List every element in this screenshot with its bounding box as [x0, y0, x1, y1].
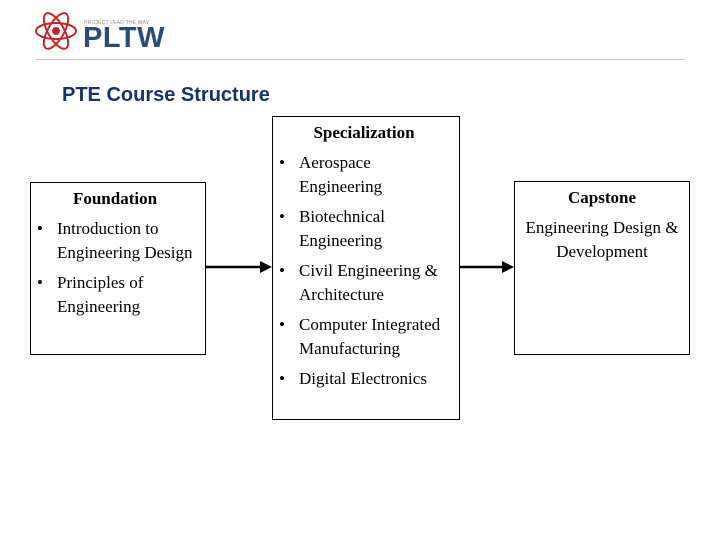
arrow-specialization-to-capstone: [460, 261, 514, 273]
logo-wordmark: PLTW: [83, 22, 165, 54]
list-item: Biotechnical Engineering: [273, 205, 455, 253]
foundation-box: Foundation Introduction to Engineering D…: [30, 182, 206, 355]
list-item: Digital Electronics: [273, 367, 455, 391]
list-item: Aerospace Engineering: [273, 151, 455, 199]
capstone-box: Capstone Engineering Design & Developmen…: [514, 181, 690, 355]
header-divider: [36, 59, 685, 60]
capstone-title: Capstone: [567, 188, 636, 207]
foundation-list: Introduction to Engineering Design Princ…: [31, 217, 199, 319]
list-item: Computer Integrated Manufacturing: [273, 313, 455, 361]
capstone-description: Engineering Design & Development: [525, 218, 679, 261]
specialization-box: Specialization Aerospace Engineering Bio…: [272, 116, 460, 420]
list-item: Introduction to Engineering Design: [31, 217, 199, 265]
logo-tagline: PROJECT LEAD THE WAY: [84, 20, 150, 26]
specialization-list: Aerospace Engineering Biotechnical Engin…: [273, 151, 455, 391]
atom-icon: [35, 12, 77, 50]
pltw-logo: PROJECT LEAD THE WAY PLTW: [34, 6, 184, 56]
arrow-foundation-to-specialization: [206, 261, 272, 273]
list-item: Principles of Engineering: [31, 271, 199, 319]
foundation-title: Foundation: [72, 189, 158, 208]
list-item: Civil Engineering & Architecture: [273, 259, 455, 307]
specialization-title: Specialization: [313, 123, 415, 142]
page-title: PTE Course Structure: [62, 84, 270, 106]
